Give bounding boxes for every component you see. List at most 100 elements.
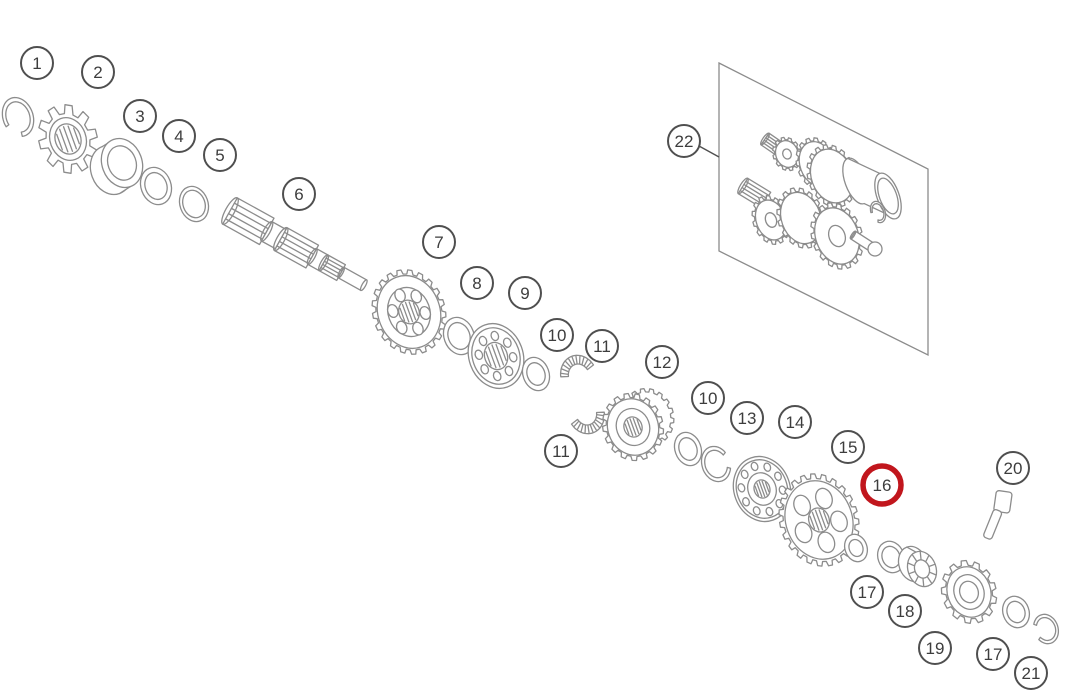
callout-11[interactable]: 11 — [585, 329, 619, 363]
part-washer-8 — [442, 316, 476, 356]
callout-15[interactable]: 15 — [831, 430, 865, 464]
part-bushing-3 — [89, 137, 144, 196]
callout-number: 10 — [548, 326, 567, 345]
part-hub-9 — [467, 322, 525, 390]
callout-17[interactable]: 17 — [850, 575, 884, 609]
part-gear-15 — [778, 473, 860, 567]
callout-circle — [544, 434, 578, 468]
callout-5[interactable]: 5 — [203, 138, 237, 172]
callout-number: 18 — [896, 602, 915, 621]
callout-circle — [162, 119, 196, 153]
callout-circle — [585, 329, 619, 363]
callout-4[interactable]: 4 — [162, 119, 196, 153]
callout-number: 11 — [593, 337, 611, 356]
part-assembled-ball — [867, 241, 883, 257]
part-circlip-1 — [1, 96, 35, 138]
part-bearing-half-11a — [559, 354, 595, 378]
callout-18[interactable]: 18 — [888, 594, 922, 628]
callout-circle — [645, 345, 679, 379]
callout-20[interactable]: 20 — [996, 451, 1030, 485]
callout-12[interactable]: 12 — [645, 345, 679, 379]
callout-10[interactable]: 10 — [540, 318, 574, 352]
callout-circle — [203, 138, 237, 172]
callout-number: 4 — [174, 127, 183, 146]
callout-number: 14 — [786, 413, 805, 432]
callout-3[interactable]: 3 — [123, 99, 157, 133]
callout-circle — [778, 405, 812, 439]
callout-number: 7 — [434, 233, 443, 252]
callout-circle — [123, 99, 157, 133]
callout-number: 1 — [32, 54, 41, 73]
part-assembled-circlip — [869, 200, 887, 224]
callout-number: 12 — [653, 353, 672, 372]
callout-10-2[interactable]: 10 — [691, 381, 725, 415]
callout-circle — [831, 430, 865, 464]
callout-circle — [918, 631, 952, 665]
part-gear-7 — [371, 269, 447, 355]
part-assembled-cylinder — [842, 157, 902, 220]
callout-circle — [20, 46, 54, 80]
callout-number: 8 — [472, 274, 481, 293]
callout-19[interactable]: 19 — [918, 631, 952, 665]
callout-number: 17 — [984, 645, 1003, 664]
callout-circle — [667, 124, 701, 158]
callout-number: 19 — [926, 639, 945, 658]
callout-number: 11 — [552, 442, 570, 461]
part-circlip-21 — [1033, 613, 1060, 645]
callout-circle — [282, 177, 316, 211]
part-circlip-13 — [700, 445, 732, 483]
part-bearing-half-11b — [570, 411, 606, 435]
part-washer-10b — [673, 431, 703, 467]
callout-9[interactable]: 9 — [508, 276, 542, 310]
callout-7[interactable]: 7 — [422, 225, 456, 259]
callout-21[interactable]: 21 — [1014, 656, 1048, 690]
part-countershaft-6 — [221, 197, 368, 292]
callout-number: 20 — [1004, 459, 1023, 478]
part-assembled-gear-a — [772, 136, 802, 172]
part-gear-12 — [601, 387, 675, 462]
callout-number: 6 — [294, 185, 303, 204]
callout-circle — [888, 594, 922, 628]
callout-circle — [1014, 656, 1048, 690]
callout-number: 3 — [135, 107, 144, 126]
callout-22[interactable]: 22 — [667, 124, 720, 158]
part-washer-17a — [843, 533, 869, 563]
callout-1[interactable]: 1 — [20, 46, 54, 80]
callout-circle — [691, 381, 725, 415]
callout-16[interactable]: 16 — [860, 463, 904, 507]
part-hub-14 — [732, 455, 792, 523]
callout-2[interactable]: 2 — [81, 55, 115, 89]
callout-circle — [81, 55, 115, 89]
part-gear-19 — [940, 559, 998, 625]
callout-number: 15 — [839, 438, 858, 457]
callout-circle — [540, 318, 574, 352]
callout-14[interactable]: 14 — [778, 405, 812, 439]
callout-leader-line — [698, 145, 720, 158]
part-needle-bearing-18 — [897, 545, 938, 588]
callout-8[interactable]: 8 — [460, 266, 494, 300]
callout-number: 2 — [93, 63, 102, 82]
callout-circle — [508, 276, 542, 310]
callout-number: 17 — [858, 583, 877, 602]
callout-number: 5 — [215, 146, 224, 165]
part-washer-17c — [1001, 595, 1031, 629]
callout-number: 10 — [699, 389, 718, 408]
callout-17-2[interactable]: 17 — [976, 637, 1010, 671]
callout-6[interactable]: 6 — [282, 177, 316, 211]
part-assembled-gear-e — [810, 202, 864, 270]
callout-13[interactable]: 13 — [730, 401, 764, 435]
part-washer-17b — [876, 540, 906, 574]
callout-number: 21 — [1022, 664, 1041, 683]
callout-number: 9 — [520, 284, 529, 303]
part-washer-10a — [521, 356, 551, 392]
callout-circle — [996, 451, 1030, 485]
callout-11-2[interactable]: 11 — [544, 434, 578, 468]
assembly-box — [718, 61, 929, 357]
callout-number: 22 — [675, 132, 694, 151]
callout-circle — [976, 637, 1010, 671]
part-washer-5 — [178, 185, 210, 223]
callout-number: 13 — [738, 409, 757, 428]
callout-number: 16 — [873, 476, 892, 495]
